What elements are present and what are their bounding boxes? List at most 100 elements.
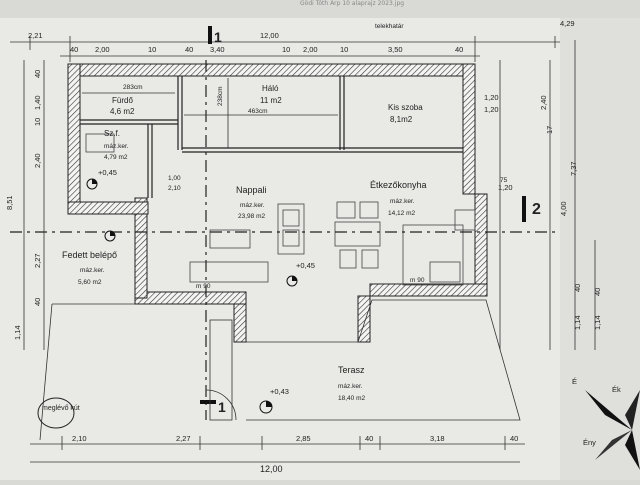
svg-text:máz.ker.: máz.ker. (80, 267, 105, 274)
svg-text:5,60 m2: 5,60 m2 (78, 279, 102, 286)
dim-m90-2: m 90 (196, 283, 211, 290)
svg-text:4,6 m2: 4,6 m2 (110, 107, 135, 116)
svg-text:máz.ker.: máz.ker. (104, 143, 129, 150)
dim-m90: m 90 (410, 277, 425, 284)
file-caption: Gödi Tóth Árp 10 alaprajz 2023.jpg (300, 0, 405, 7)
dim-door-2: 2,10 (168, 185, 181, 192)
right-dim-6: 1,20 (498, 183, 513, 192)
bottom-dim-3: 2,85 (296, 434, 311, 443)
svg-text:8,1m2: 8,1m2 (390, 115, 413, 124)
svg-text:+0,43: +0,43 (270, 387, 289, 396)
section-mark-top: 1 (208, 26, 222, 45)
right-dim-9: 1,14 (573, 315, 582, 330)
existing-well: meglévő kút (37, 397, 80, 429)
room-szf: Sz.f. máz.ker. 4,79 m2 (104, 129, 129, 161)
section-mark-right: 2 (522, 196, 541, 222)
top2-dim-3: 10 (148, 45, 156, 54)
svg-text:1: 1 (214, 29, 222, 45)
svg-text:14,12 m2: 14,12 m2 (388, 210, 415, 217)
svg-text:Háló: Háló (262, 84, 279, 93)
top2-dim-7: 2,00 (303, 45, 318, 54)
svg-text:Terasz: Terasz (338, 365, 365, 375)
svg-text:Fedett belépő: Fedett belépő (62, 250, 117, 260)
top2-dim-9: 3,50 (388, 45, 403, 54)
dim-75: 75 (500, 177, 508, 184)
svg-text:máz.ker.: máz.ker. (240, 202, 265, 209)
dim-238: 238cm (217, 86, 224, 106)
left-dim-6: 2,27 (33, 253, 42, 268)
svg-text:18,40 m2: 18,40 m2 (338, 395, 365, 402)
top2-dim-5: 3,40 (210, 45, 225, 54)
level-marker-terasz: +0,43 (259, 387, 289, 414)
svg-text:Nappali: Nappali (236, 185, 267, 195)
svg-text:1: 1 (218, 399, 226, 415)
top2-dim-2: 2,00 (95, 45, 110, 54)
room-fedett-belepo: Fedett belépő máz.ker. 5,60 m2 (62, 250, 117, 286)
top2-dim-6: 10 (282, 45, 290, 54)
level-marker-nappali: +0,45 (286, 261, 315, 287)
right-dim-5: 7,37 (569, 161, 578, 176)
telekhatar-label: telekhatár (375, 23, 404, 30)
interior-walls (80, 76, 463, 198)
svg-text:máz.ker.: máz.ker. (338, 383, 363, 390)
right-dim-4: 2,40 (539, 95, 548, 110)
room-nappali: Nappali máz.ker. 23,98 m2 (236, 185, 267, 220)
right-dim-1: 1,20 (484, 93, 499, 102)
bottom-dim-6: 40 (510, 434, 518, 443)
svg-text:+0,45: +0,45 (98, 168, 117, 177)
svg-text:Étkezőkonyha: Étkezőkonyha (370, 180, 427, 190)
left-dim-2: 1,40 (33, 95, 42, 110)
svg-text:11 m2: 11 m2 (260, 96, 282, 105)
bottom-dim-4: 40 (365, 434, 373, 443)
level-marker-entry (104, 230, 116, 242)
svg-text:+0,45: +0,45 (296, 261, 315, 270)
top2-dim-10: 40 (455, 45, 463, 54)
level-marker-szf: +0,45 (86, 168, 117, 190)
svg-text:máz.ker.: máz.ker. (390, 198, 415, 205)
top-dim-1: 2,21 (28, 31, 43, 40)
right-dim-10: 1,14 (593, 315, 602, 330)
left-dim-4: 2,40 (33, 153, 42, 168)
svg-text:23,98 m2: 23,98 m2 (238, 213, 265, 220)
svg-text:Kis szoba: Kis szoba (388, 103, 423, 112)
svg-text:4,79 m2: 4,79 m2 (104, 154, 128, 161)
walls (67, 63, 488, 343)
left-dim-8: 1,14 (13, 325, 22, 340)
left-dim-3: 10 (33, 118, 42, 126)
room-kis-szoba: Kis szoba 8,1m2 (388, 103, 423, 124)
room-halo: Háló 11 m2 (260, 84, 282, 105)
svg-text:2: 2 (532, 201, 541, 218)
compass-nw: Ény (583, 438, 596, 447)
terrace-outline (39, 299, 521, 441)
right-dim-2: 1,20 (484, 105, 499, 114)
right-dim-7: 4,00 (559, 201, 568, 216)
dim-door-1: 1,00 (168, 175, 181, 182)
top2-dim-1: 40 (70, 45, 78, 54)
right-dim-3: 17 (545, 126, 554, 134)
bottom-dim-1: 2,10 (72, 434, 87, 443)
bottom-dim-5: 3,18 (430, 434, 445, 443)
room-terasz: Terasz máz.ker. 18,40 m2 (338, 365, 365, 402)
right-dim-11: 40 (593, 288, 602, 296)
bottom-total-dim: 12,00 (260, 464, 283, 474)
section-mark-bottom: 1 (200, 399, 226, 415)
top-dim-2: 12,00 (260, 31, 279, 40)
room-furdo: Fürdő 4,6 m2 (110, 96, 135, 116)
compass-north: É (572, 377, 577, 386)
svg-text:Sz.f.: Sz.f. (104, 129, 120, 138)
compass-rose: É Ék Ény (572, 377, 640, 470)
svg-text:Fürdő: Fürdő (112, 96, 133, 105)
left-dim-7: 40 (33, 298, 42, 306)
furniture (85, 133, 476, 286)
compass-ne: Ék (612, 385, 621, 394)
top2-dim-4: 40 (185, 45, 193, 54)
bottom-dim-2: 2,27 (176, 434, 191, 443)
top2-dim-8: 10 (340, 45, 348, 54)
svg-text:meglévő kút: meglévő kút (42, 405, 80, 412)
left-dim-1: 40 (33, 70, 42, 78)
top-dim-3: 4,29 (560, 19, 575, 28)
right-dim-8: 40 (573, 284, 582, 292)
dim-283: 283cm (123, 84, 143, 91)
